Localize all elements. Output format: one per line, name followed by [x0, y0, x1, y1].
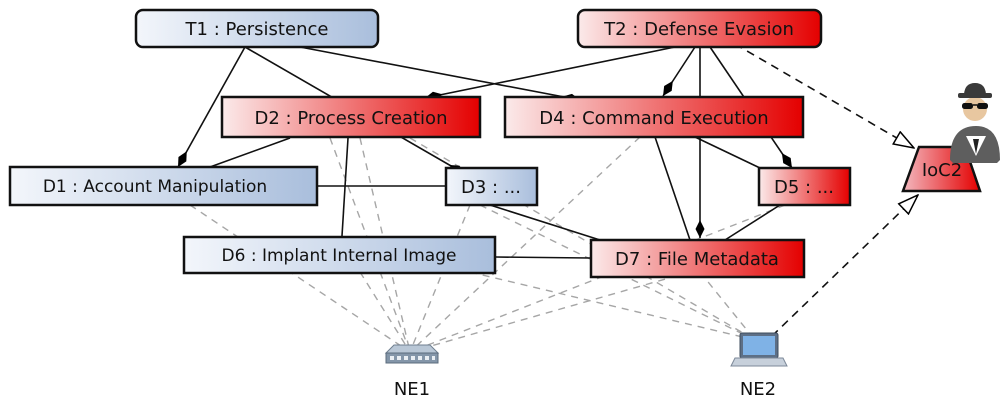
hacker-spy-icon — [950, 83, 1000, 163]
node-ne1-label: NE1 — [394, 379, 430, 400]
node-d6[interactable]: D6 : Implant Internal Image — [182, 235, 497, 275]
node-t1[interactable]: T1 : Persistence — [134, 8, 380, 49]
node-t2-label: T2 : Defense Evasion — [603, 19, 794, 40]
solid-relation-edges — [177, 46, 793, 259]
node-d5[interactable]: D5 : ... — [757, 166, 852, 207]
node-t2[interactable]: T2 : Defense Evasion — [576, 8, 823, 49]
node-d4-label: D4 : Command Execution — [539, 108, 768, 129]
node-d7-label: D7 : File Metadata — [615, 249, 779, 270]
laptop-icon — [730, 332, 788, 367]
node-t1-label: T1 : Persistence — [185, 19, 329, 40]
node-d1-label: D1 : Account Manipulation — [43, 177, 267, 197]
node-d6-label: D6 : Implant Internal Image — [222, 246, 457, 266]
node-d3-label: D3 : ... — [461, 177, 521, 198]
node-d2-label: D2 : Process Creation — [255, 108, 448, 129]
node-d5-label: D5 : ... — [774, 177, 834, 198]
node-ne2-label: NE2 — [740, 379, 776, 400]
node-d1[interactable]: D1 : Account Manipulation — [8, 165, 319, 207]
node-ioc2-label: IoC2 — [922, 160, 962, 181]
node-d7[interactable]: D7 : File Metadata — [589, 238, 806, 279]
node-d4[interactable]: D4 : Command Execution — [503, 95, 805, 139]
node-d3[interactable]: D3 : ... — [444, 166, 539, 207]
node-d2[interactable]: D2 : Process Creation — [220, 95, 482, 139]
ioc-dashed-arrows — [734, 43, 918, 337]
network-switch-icon — [384, 344, 440, 364]
